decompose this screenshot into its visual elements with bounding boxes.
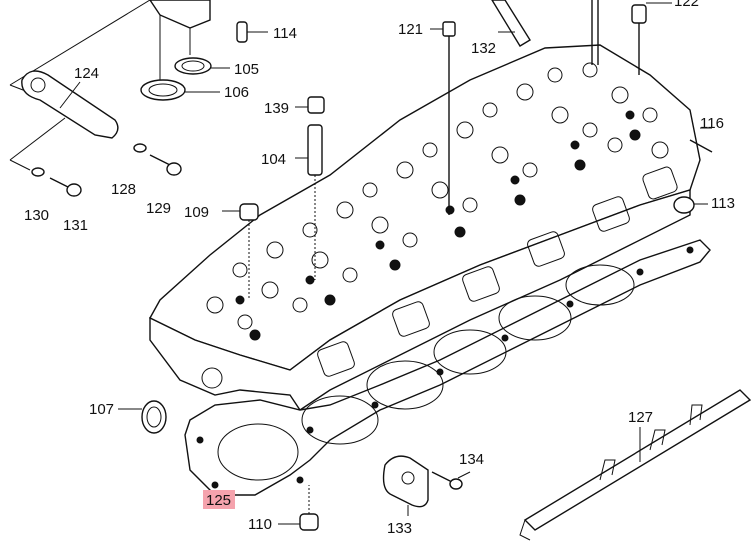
label-130[interactable]: 130: [24, 207, 49, 224]
head-gasket[interactable]: [184, 239, 711, 496]
bolt-129[interactable]: [149, 154, 182, 176]
pin-114[interactable]: [236, 21, 268, 43]
label-133[interactable]: 133: [387, 520, 412, 537]
label-134[interactable]: 134: [459, 451, 484, 468]
rail-127[interactable]: [519, 389, 751, 541]
label-132[interactable]: 132: [471, 40, 496, 57]
label-125-highlight: [203, 490, 235, 509]
bolt-121[interactable]: [430, 21, 456, 215]
washer-130[interactable]: [31, 167, 45, 177]
label-129[interactable]: 129: [146, 200, 171, 217]
label-114[interactable]: 114: [273, 25, 297, 42]
label-139[interactable]: 139: [264, 100, 289, 117]
label-109[interactable]: 109: [184, 204, 209, 221]
label-116[interactable]: 116: [700, 115, 724, 132]
plug-113[interactable]: [673, 196, 708, 214]
label-127[interactable]: 127: [628, 409, 653, 426]
cap-139[interactable]: [295, 96, 325, 114]
label-125[interactable]: 125: [206, 492, 231, 509]
bolt-131[interactable]: [49, 177, 82, 197]
injector-132[interactable]: [491, 0, 531, 47]
label-128[interactable]: 128: [111, 181, 136, 198]
label-106[interactable]: 106: [224, 84, 249, 101]
head-top-detail: [206, 62, 669, 341]
ring-107[interactable]: [118, 400, 167, 434]
label-104[interactable]: 104: [261, 151, 286, 168]
label-107[interactable]: 107: [89, 401, 114, 418]
dowel-110[interactable]: [278, 485, 319, 531]
label-131[interactable]: 131: [63, 217, 88, 234]
bolt-134[interactable]: [431, 471, 471, 490]
label-110[interactable]: 110: [248, 516, 272, 533]
label-113[interactable]: 113: [711, 195, 735, 212]
sleeve-104[interactable]: [295, 124, 323, 280]
stud-122[interactable]: [591, 0, 672, 75]
pin-116[interactable]: [689, 127, 713, 153]
label-121[interactable]: 121: [398, 21, 423, 38]
cylinder-head[interactable]: [149, 44, 701, 411]
cup-109[interactable]: [222, 203, 259, 300]
part-labels: 122 121 132 114 105 106 124 139 104 116 …: [24, 0, 735, 537]
bracket-133[interactable]: [382, 455, 429, 516]
label-122[interactable]: 122: [674, 0, 699, 10]
label-105[interactable]: 105: [234, 61, 259, 78]
seal-106[interactable]: [140, 79, 220, 101]
washer-128[interactable]: [133, 143, 147, 153]
seal-105[interactable]: [174, 57, 230, 75]
head-side-ports: [201, 166, 678, 389]
lifting-eye-124[interactable]: [9, 70, 119, 171]
label-124[interactable]: 124: [74, 65, 99, 82]
